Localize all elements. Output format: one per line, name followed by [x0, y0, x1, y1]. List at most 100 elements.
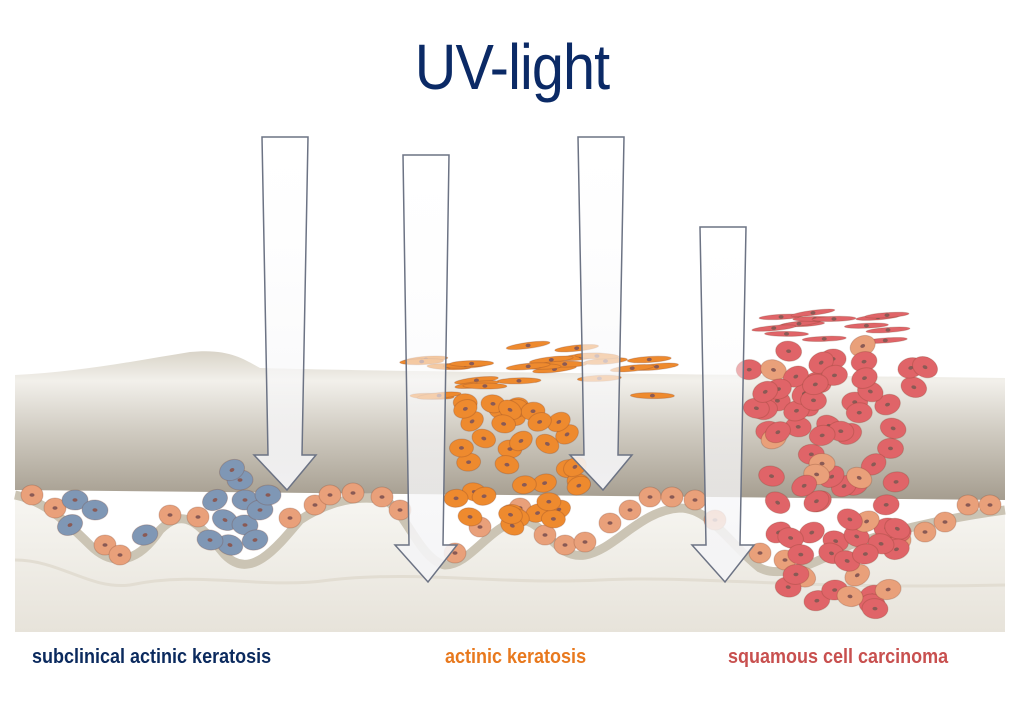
ak-cell: [540, 509, 566, 529]
atypical-cell-blue: [241, 529, 269, 551]
scc-cell: [808, 424, 836, 447]
uv-arrows: [252, 136, 756, 584]
basal-cell: [978, 494, 1002, 516]
ak-cell: [532, 473, 557, 493]
scc-cell: [877, 437, 905, 459]
scc-flattened-cell: [751, 324, 797, 332]
basal-cell: [748, 542, 772, 564]
basal-cell: [573, 531, 597, 553]
atypical-cell-blue: [196, 529, 224, 551]
scc-cell: [764, 491, 791, 514]
scc-cell: [782, 563, 810, 585]
basal-cell: [278, 507, 302, 529]
scc-flattened-cell: [801, 335, 847, 342]
uv-arrow-4-icon: [690, 226, 756, 584]
ak-cell: [491, 414, 517, 434]
ak-cell: [443, 488, 469, 508]
ak-cell: [536, 492, 562, 512]
ak-cell: [509, 430, 533, 452]
scc-flattened-cell: [790, 308, 836, 318]
basal-cell: [43, 497, 67, 519]
basal-cell: [598, 512, 622, 534]
basal-cell: [913, 521, 937, 543]
ak-cell: [535, 433, 560, 455]
basal-cell: [933, 511, 957, 533]
scc-cell: [791, 474, 818, 497]
scc-cell: [851, 543, 879, 565]
basal-cell: [553, 534, 577, 556]
scc-cell: [874, 393, 901, 416]
scc-cell: [900, 376, 928, 399]
ak-flattened-cell: [505, 340, 551, 351]
scc-cell: [800, 389, 828, 411]
scc-cell: [872, 494, 900, 516]
ak-cell: [494, 455, 520, 475]
scc-cell: [850, 351, 878, 373]
basal-cell: [638, 486, 662, 508]
label-squamous-cell-carcinoma: squamous cell carcinoma: [728, 646, 949, 668]
uv-arrow-2-icon: [393, 154, 459, 584]
scc-cell: [777, 527, 804, 549]
atypical-cell-blue: [246, 499, 274, 521]
scc-cell: [851, 367, 878, 389]
atypical-cell-blue: [81, 499, 109, 521]
basal-cell: [318, 484, 342, 506]
uv-arrow-1-icon: [252, 136, 318, 492]
scc-cell: [912, 356, 939, 379]
scc-cell: [787, 544, 815, 566]
ak-cell: [498, 399, 522, 421]
scc-cell: [874, 578, 902, 601]
scc-cell: [775, 340, 803, 362]
scc-flattened-cell: [865, 326, 911, 334]
scc-cell: [861, 598, 889, 620]
atypical-cell-blue: [61, 489, 89, 511]
ak-flattened-cell: [449, 360, 495, 368]
ak-cell: [471, 428, 497, 449]
scc-cell: [803, 590, 831, 612]
ak-cell: [457, 507, 483, 527]
atypical-cell-blue: [218, 458, 246, 482]
basal-cell: [108, 544, 132, 566]
basal-cell: [158, 504, 182, 526]
ak-cell: [511, 475, 537, 495]
scc-cell: [845, 402, 873, 424]
label-actinic-keratosis: actinic keratosis: [445, 646, 587, 668]
ak-cell: [498, 505, 523, 525]
ak-cell: [453, 399, 478, 419]
scc-flattened-cell: [843, 322, 889, 329]
dermis: [15, 495, 1005, 632]
scc-cell: [758, 465, 785, 487]
ak-cell: [471, 486, 497, 506]
ak-cell: [527, 412, 552, 432]
uv-arrow-3-icon: [568, 136, 634, 492]
scc-cell: [752, 380, 779, 403]
ak-cell: [448, 438, 474, 458]
basal-cell: [20, 484, 44, 506]
atypical-cell-blue: [131, 524, 159, 546]
ak-cell: [546, 411, 571, 433]
scc-flattened-cell: [811, 315, 857, 322]
scc-cell: [846, 466, 873, 489]
atypical-cell-blue: [201, 488, 229, 512]
scc-cell: [836, 508, 863, 531]
scc-flattened-cell: [764, 330, 810, 337]
ak-flattened-cell: [609, 364, 655, 373]
ak-flattened-cell: [505, 362, 551, 371]
atypical-cell-blue: [231, 514, 259, 536]
basal-cell: [341, 482, 365, 504]
ak-cell: [566, 475, 591, 496]
scc-cell: [836, 585, 864, 608]
basal-cell: [618, 499, 642, 521]
ak-flattened-cell: [462, 382, 508, 390]
basal-cell: [186, 506, 210, 528]
scc-cell: [879, 417, 907, 440]
basal-cell: [660, 486, 684, 508]
label-subclinical-actinic-keratosis: subclinical actinic keratosis: [32, 646, 272, 668]
atypical-cell-blue: [56, 513, 84, 537]
basal-cell: [956, 494, 980, 516]
scc-flattened-cell: [864, 311, 910, 319]
basal-cell: [683, 489, 707, 511]
scc-cell: [802, 373, 829, 396]
dermis-fold: [14, 558, 1006, 588]
